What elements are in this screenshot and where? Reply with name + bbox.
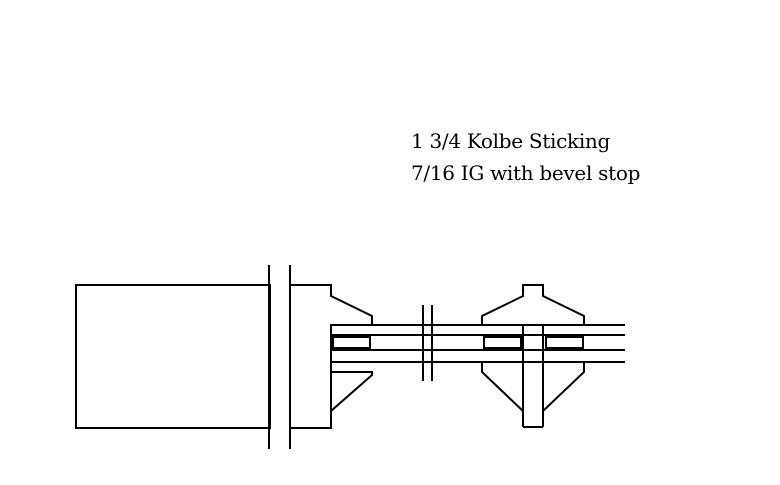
frame-block	[75, 284, 271, 429]
muntin-bevel-lower-right	[542, 362, 585, 412]
glass-label: 7/16 IG with bevel stop	[411, 161, 641, 185]
left-sash-profile	[290, 284, 373, 429]
spacer-left	[332, 336, 371, 349]
sticking-label: 1 3/4 Kolbe Sticking	[411, 129, 611, 153]
muntin-top-profile	[481, 284, 585, 325]
spacer-right	[545, 336, 584, 349]
muntin-bevel-lower-left	[481, 362, 524, 412]
spacer-middle	[483, 336, 522, 349]
left-sash-bevel-lower	[330, 371, 373, 412]
